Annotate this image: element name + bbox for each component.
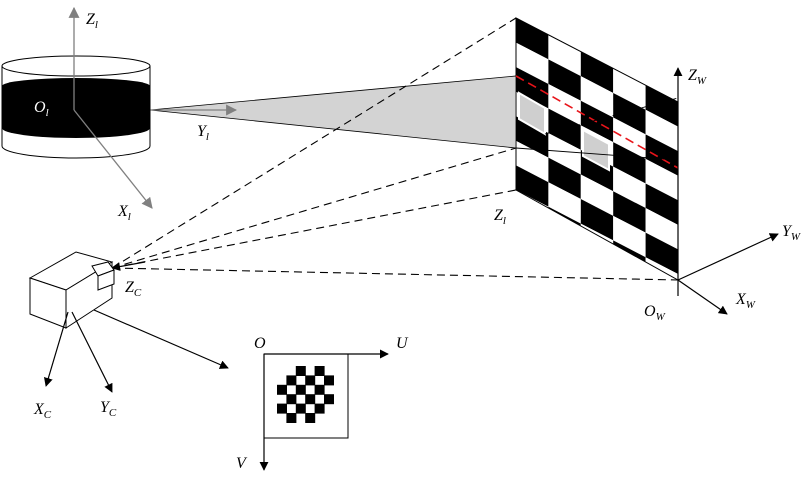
world-origin-label: OW (644, 303, 666, 323)
checkerboard-square (645, 134, 678, 176)
image-v-label: V (236, 455, 248, 472)
laser-frame-axes (68, 6, 153, 209)
checkerboard-square (613, 117, 646, 159)
image-checker-square (314, 403, 325, 414)
checkerboard-square (548, 34, 581, 77)
camera-frame-axes (43, 309, 229, 393)
image-origin-label: O (254, 335, 266, 352)
laser-z-label: Zl (86, 11, 98, 31)
camera-z-label: ZC (125, 279, 142, 299)
projection-rays (111, 17, 679, 281)
world-x-label: XW (735, 291, 756, 311)
checkerboard-square (613, 142, 646, 184)
checkerboard-square (516, 42, 549, 84)
laser-projector (1, 55, 151, 159)
image-checker-square (324, 394, 334, 405)
image-checker-square (295, 366, 306, 376)
checkerboard-square (548, 157, 581, 200)
image-checker-square (295, 384, 306, 395)
camera (28, 251, 115, 329)
laser-y-label: Yl (197, 123, 209, 143)
image-checker-square (314, 384, 325, 395)
checkerboard-square (645, 208, 678, 250)
image-checker-square (286, 413, 297, 423)
checkerboard-square (516, 67, 549, 109)
board-z-label: Zl (494, 207, 506, 227)
checkerboard-square (613, 166, 646, 209)
image-checker-square (277, 384, 287, 395)
checkerboard-square (548, 133, 581, 175)
checkerboard-square (580, 199, 614, 241)
image-checker-square (314, 366, 325, 376)
checkerboard-square (516, 18, 549, 60)
image-checker-square (305, 394, 316, 405)
checkerboard-square (516, 140, 549, 183)
checkerboard-square (645, 183, 678, 225)
world-y-label: YW (782, 223, 801, 243)
checkerboard-square (613, 68, 646, 110)
checkerboard-square (645, 232, 678, 274)
camera-x-label: XC (33, 401, 52, 421)
image-checker-square (295, 403, 306, 414)
laser-line (515, 75, 679, 169)
image-u-label: U (396, 335, 409, 352)
checkerboard-square (613, 215, 646, 258)
image-checker-square (277, 403, 287, 414)
checkerboard (515, 17, 679, 281)
laser-spot-right (582, 128, 610, 172)
checkerboard-square (580, 76, 614, 118)
checkerboard-square (548, 83, 581, 126)
image-checker-square (305, 375, 316, 386)
laser-origin-label: Ol (34, 99, 49, 119)
world-frame-axes (673, 67, 779, 315)
checkerboard-square (613, 92, 646, 135)
checkerboard-square (645, 85, 678, 127)
world-z-label: ZW (688, 67, 707, 87)
checkerboard-square (580, 174, 614, 216)
camera-y-label: YC (100, 399, 117, 419)
checkerboard-square (645, 158, 678, 201)
checkerboard-square (613, 191, 646, 233)
checkerboard-square (548, 108, 581, 150)
checkerboard-square (516, 116, 549, 158)
checkerboard-square (516, 165, 549, 207)
laser-x-label: Xl (117, 203, 131, 223)
image-checker-square (305, 413, 316, 423)
checkerboard-square (645, 109, 678, 152)
laser-beam (149, 75, 517, 149)
image-plane (259, 349, 389, 471)
checkerboard-square (580, 51, 614, 93)
checkerboard-square (548, 182, 581, 224)
image-checker-square (286, 375, 297, 386)
checkerboard-square (548, 59, 581, 101)
image-checker-square (324, 375, 334, 386)
image-checker-square (286, 394, 297, 405)
